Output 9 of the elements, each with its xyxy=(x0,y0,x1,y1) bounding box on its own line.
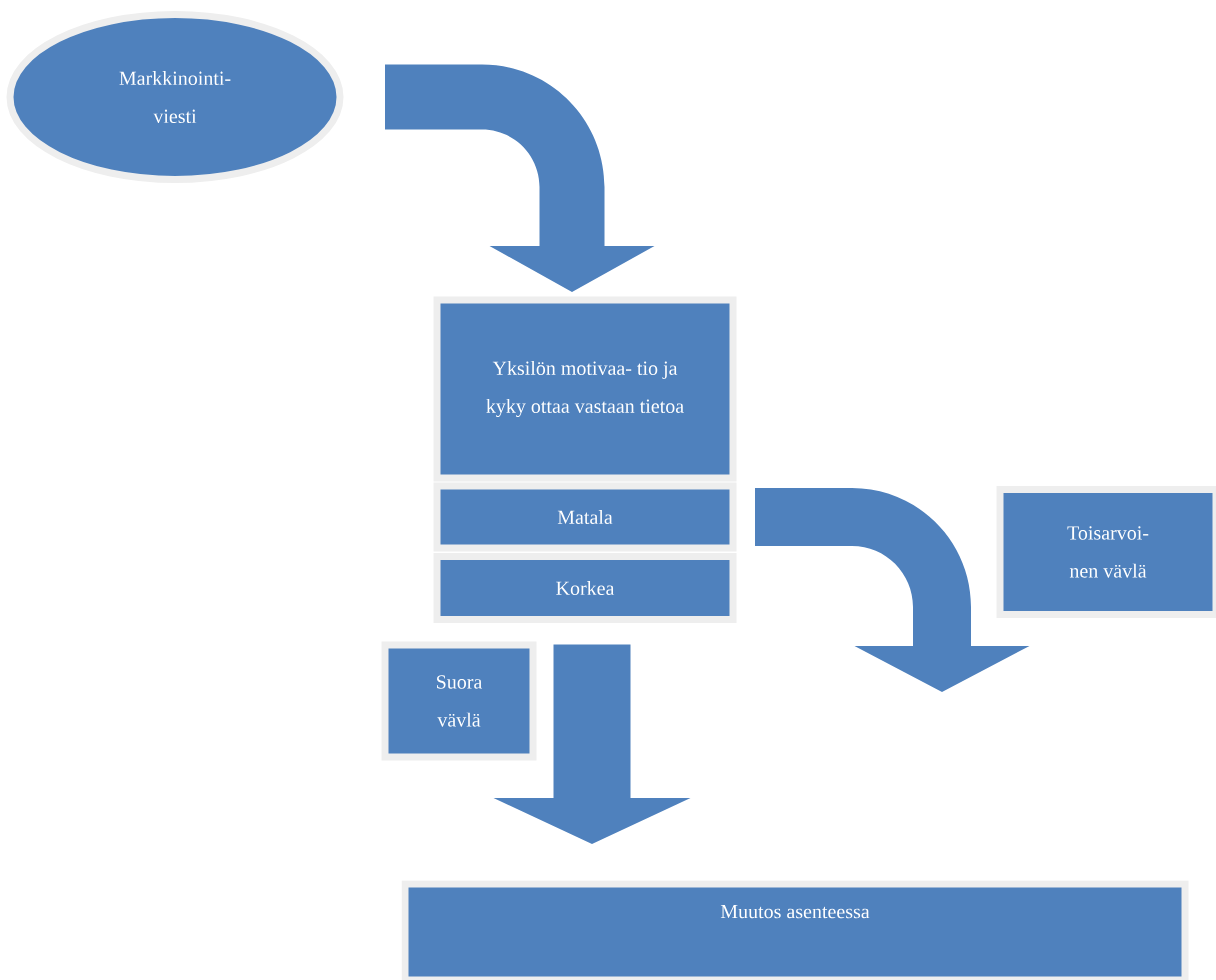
process-box: Suora vävlä xyxy=(381,641,537,761)
block-arrow xyxy=(385,64,655,292)
process-box: Toisarvoi- nen vävlä xyxy=(996,486,1216,618)
result-box: Muutos asenteessa xyxy=(401,880,1189,980)
ellipse-node: Markkinointi- viesti xyxy=(6,11,344,183)
process-box: Matala xyxy=(433,482,737,552)
process-box: Korkea xyxy=(433,553,737,623)
block-arrow xyxy=(493,644,691,844)
block-arrow xyxy=(755,488,1030,692)
